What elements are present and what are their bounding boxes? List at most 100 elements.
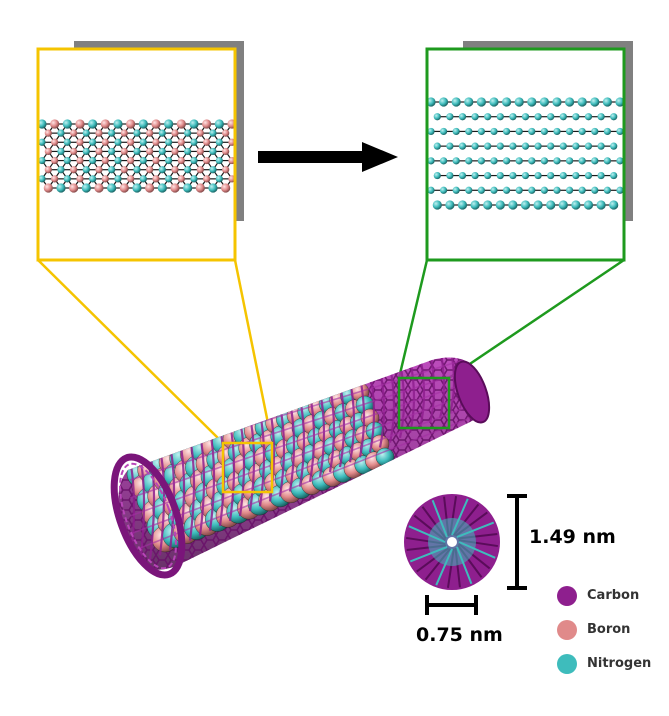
atom <box>547 113 555 121</box>
atom <box>528 186 536 194</box>
atom <box>521 142 530 150</box>
atom <box>100 119 110 129</box>
outer-diameter-label: 1.49 nm <box>529 526 616 548</box>
atom <box>171 129 179 137</box>
atom <box>107 183 117 193</box>
atom <box>208 183 218 193</box>
atom <box>177 138 185 146</box>
atom <box>603 157 612 165</box>
atom <box>433 142 441 150</box>
atom <box>427 186 435 194</box>
legend-label: Nitrogen <box>587 656 652 671</box>
atom <box>43 183 53 193</box>
legend-item-nitrogen: Nitrogen <box>557 652 667 686</box>
atom <box>101 175 109 183</box>
atom <box>38 175 46 183</box>
atom <box>221 183 231 193</box>
atom <box>158 147 166 156</box>
atom <box>133 147 141 156</box>
atom <box>484 113 492 121</box>
atom <box>515 186 523 194</box>
atom <box>222 166 230 174</box>
atom <box>146 166 154 174</box>
atom <box>610 142 618 150</box>
inner-diameter-label: 0.75 nm <box>416 624 503 646</box>
atom <box>108 166 116 174</box>
tube-far-end <box>453 360 491 424</box>
boron-swatch <box>557 620 577 640</box>
legend-label: Boron <box>587 622 631 637</box>
atom <box>616 157 624 165</box>
atom <box>572 113 580 121</box>
atom <box>427 127 435 136</box>
inset-frame-green <box>425 47 626 262</box>
atom <box>56 183 66 193</box>
atom <box>196 166 204 174</box>
atom <box>440 186 448 194</box>
atom <box>546 200 556 210</box>
atom <box>521 171 530 180</box>
atom <box>490 127 498 136</box>
atom <box>209 147 217 156</box>
atom <box>615 97 625 107</box>
atom <box>446 171 454 180</box>
atom <box>114 156 122 165</box>
bn-inset <box>36 41 244 262</box>
atom <box>177 175 185 183</box>
atom <box>433 171 441 180</box>
atom <box>552 97 562 107</box>
atom <box>215 175 223 183</box>
atom <box>62 119 72 129</box>
legend-label: Carbon <box>587 588 640 603</box>
atom <box>465 127 473 136</box>
atom <box>196 147 204 156</box>
atom <box>57 147 65 156</box>
atom <box>509 113 517 121</box>
carbon-lattice <box>426 97 625 210</box>
atom <box>82 166 90 174</box>
vertical-dimension-bar <box>507 494 527 590</box>
atom <box>113 119 123 129</box>
atom <box>44 129 52 137</box>
atom <box>471 171 479 180</box>
atom <box>451 97 461 107</box>
atom <box>50 119 60 129</box>
atom <box>114 175 122 183</box>
atom <box>195 183 205 193</box>
atom <box>171 147 179 156</box>
atom <box>496 171 504 180</box>
atom <box>464 97 474 107</box>
atom <box>553 186 561 194</box>
atom <box>534 142 542 150</box>
atom <box>495 200 505 210</box>
atom <box>38 138 46 146</box>
atom <box>44 166 52 174</box>
atom <box>490 186 498 194</box>
atom <box>82 129 90 137</box>
atom <box>458 142 467 150</box>
atom <box>95 166 103 174</box>
atom <box>572 171 580 180</box>
atom <box>591 157 599 165</box>
atom <box>171 166 179 174</box>
atom <box>597 142 605 150</box>
atom <box>547 142 555 150</box>
atom <box>578 186 586 194</box>
atom <box>184 166 192 174</box>
atom <box>38 156 46 165</box>
legend-item-carbon: Carbon <box>557 584 667 618</box>
atom <box>616 127 624 136</box>
atom <box>540 186 549 194</box>
atom <box>452 127 460 136</box>
atom <box>222 129 230 137</box>
atom <box>165 138 173 146</box>
atom <box>203 156 211 165</box>
atom <box>553 157 561 165</box>
atom <box>477 186 485 194</box>
atom <box>484 171 492 180</box>
atom <box>95 129 103 137</box>
atom <box>183 183 193 193</box>
atom <box>151 119 161 129</box>
legend: Carbon Boron Nitrogen <box>557 584 667 686</box>
atom <box>152 175 160 183</box>
